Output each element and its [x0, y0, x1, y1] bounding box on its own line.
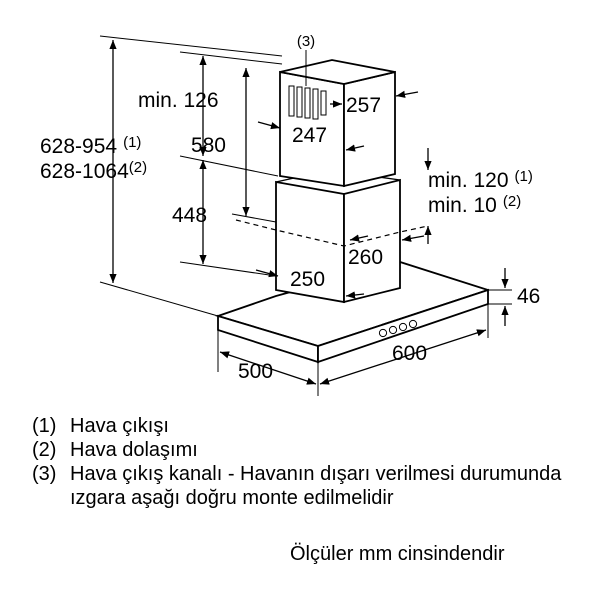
- legend-item: (1) Hava çıkışı: [32, 414, 592, 438]
- dim-247: 247: [292, 124, 327, 147]
- dim-min-120: min. 120(1): [428, 168, 533, 192]
- dim-min-126: min. 126: [138, 89, 219, 112]
- legend-item: (3) Hava çıkış kanalı - Havanın dışarı v…: [32, 462, 592, 510]
- legend-text: Hava dolaşımı: [70, 439, 198, 461]
- dim-580: 580: [191, 134, 226, 157]
- units-note: Ölçüler mm cinsindendir: [290, 543, 505, 565]
- dim-250: 250: [290, 268, 325, 291]
- upper-chimney-top: [279, 59, 396, 85]
- legend-text: Hava çıkış kanalı - Havanın dışarı veril…: [70, 463, 562, 509]
- dimension-labels: (3) min. 126 580 628-954(1) 628-1064(2) …: [40, 33, 540, 383]
- dim-500: 500: [238, 360, 273, 383]
- lower-chimney: [275, 169, 401, 304]
- dim-46: 46: [517, 285, 540, 308]
- lower-chimney-side: [343, 178, 401, 304]
- upper-chimney-side: [343, 70, 396, 188]
- upper-chimney: [279, 59, 396, 188]
- hidden-edge: [235, 219, 429, 247]
- dim-448: 448: [172, 204, 207, 227]
- legend-number: (3): [32, 463, 57, 485]
- dim-257: 257: [346, 94, 381, 117]
- legend-number: (1): [32, 415, 57, 437]
- dim-min-10: min. 10(2): [428, 193, 521, 217]
- callout-3-label: (3): [297, 33, 315, 50]
- legend-item: (2) Hava dolaşımı: [32, 438, 592, 462]
- dim-total-range-2: 628-1064(2): [40, 159, 147, 183]
- dimension-lines: [99, 35, 512, 396]
- dim-total-range-1: 628-954(1): [40, 134, 141, 158]
- legend-text: Hava çıkışı: [70, 415, 169, 437]
- dim-600: 600: [392, 342, 427, 365]
- legend-number: (2): [32, 439, 57, 461]
- legend: (1) Hava çıkışı (2) Hava dolaşımı (3) Ha…: [32, 414, 592, 510]
- air-outlet-grille: [288, 85, 327, 120]
- dim-260: 260: [348, 246, 383, 269]
